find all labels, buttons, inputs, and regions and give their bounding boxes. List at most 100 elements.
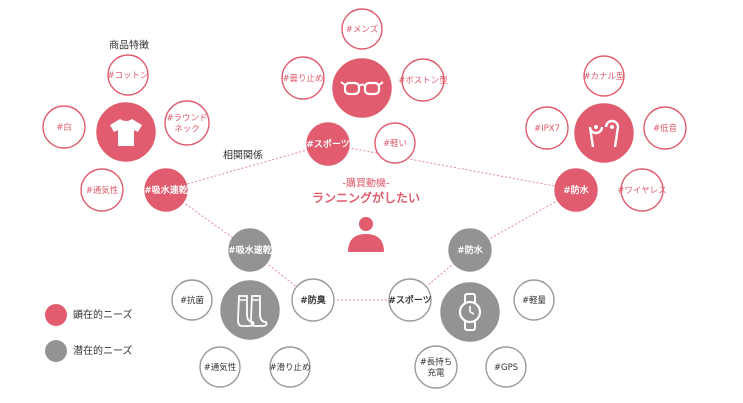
node-keiryo: #軽量 bbox=[513, 279, 555, 321]
node-tsuuki_l: #通気性 bbox=[80, 168, 124, 212]
bousui_g-label: #防水 bbox=[457, 244, 484, 256]
correlation-label: 相関関係 bbox=[223, 150, 263, 162]
node-karui: #軽い bbox=[374, 122, 416, 164]
node-round: #ラウンドネック bbox=[164, 100, 210, 146]
nagamochi-circle bbox=[414, 345, 458, 389]
tshirt-icon bbox=[110, 119, 142, 146]
node-socks bbox=[220, 280, 280, 340]
socks-circle bbox=[220, 280, 280, 340]
boston-circle bbox=[401, 58, 445, 102]
kokin-label: #抗菌 bbox=[180, 295, 204, 306]
legend-explicit-swatch bbox=[45, 304, 67, 326]
round-label: #ラウンドネック bbox=[166, 114, 207, 135]
node-teion: #低音 bbox=[643, 106, 687, 150]
nagamochi-label: #長持ち充電 bbox=[420, 357, 453, 379]
keiryo-label: #軽量 bbox=[522, 296, 547, 306]
node-watch bbox=[440, 282, 500, 342]
node-gps: #GPS bbox=[485, 346, 527, 388]
suberi-label: #滑り止め bbox=[269, 362, 310, 373]
node-kyusui_g: #吸水速乾 bbox=[228, 228, 272, 272]
gps-circle bbox=[485, 346, 527, 388]
suberi-circle bbox=[269, 346, 311, 388]
node-kokin: #抗菌 bbox=[171, 279, 213, 321]
teion-label: #低音 bbox=[653, 123, 678, 134]
node-suberi: #滑り止め bbox=[269, 346, 311, 388]
kyusui_l-label: #吸水速乾 bbox=[144, 184, 188, 196]
motive-title: -購買動機- bbox=[342, 178, 390, 190]
legend-latent-label: 潜在的ニーズ bbox=[73, 346, 133, 357]
bousui_r-label: #防水 bbox=[563, 184, 590, 196]
node-kumori: #曇り止め bbox=[281, 56, 325, 100]
sports_top-circle bbox=[306, 122, 350, 166]
teion-circle bbox=[643, 106, 687, 150]
node-ipx7: #IPX7 bbox=[525, 106, 569, 150]
node-wireless: #ワイヤレス bbox=[617, 168, 667, 212]
watch-icon bbox=[458, 293, 482, 331]
tsuuki_g-label: #通気性 bbox=[204, 362, 237, 373]
mens-circle bbox=[341, 8, 383, 50]
motive-text: ランニングがしたい bbox=[311, 191, 421, 206]
bousui_g-circle bbox=[448, 228, 492, 272]
kumori-circle bbox=[281, 56, 325, 100]
bousui_r-circle bbox=[554, 168, 598, 212]
sports_g-circle bbox=[388, 278, 432, 322]
karui-label: #軽い bbox=[383, 139, 407, 149]
sports_top-label: #スポーツ bbox=[306, 138, 349, 150]
node-shiro: #白 bbox=[42, 105, 86, 149]
legend-latent-swatch bbox=[45, 340, 67, 362]
cotton-label: #コットン bbox=[107, 71, 148, 81]
shiro-label: #白 bbox=[56, 122, 72, 133]
karui-circle bbox=[374, 122, 416, 164]
tsuuki_l-circle bbox=[80, 168, 124, 212]
ipx7-label: #IPX7 bbox=[534, 124, 560, 134]
node-kyusui_l: #吸水速乾 bbox=[144, 168, 188, 212]
node-bousui_g: #防水 bbox=[448, 228, 492, 272]
link-sports_top-kyusui_l bbox=[165, 143, 329, 191]
node-tsuuki_g: #通気性 bbox=[199, 346, 241, 388]
legend-explicit-label: 顕在的ニーズ bbox=[73, 310, 133, 321]
canal-label: #カナル型 bbox=[583, 72, 625, 82]
ipx7-circle bbox=[525, 106, 569, 150]
boushu-circle bbox=[291, 278, 335, 322]
node-cotton: #コットン bbox=[107, 54, 149, 96]
gps-label: #GPS bbox=[494, 363, 518, 373]
node-sports_g: #スポーツ bbox=[388, 278, 432, 322]
kyusui_l-circle bbox=[144, 168, 188, 212]
legend-latent: 潜在的ニーズ bbox=[45, 340, 133, 362]
keiryo-circle bbox=[513, 279, 555, 321]
boston-label: #ボストン型 bbox=[398, 76, 448, 86]
tsuuki_g-circle bbox=[199, 346, 241, 388]
node-mens: #メンズ bbox=[341, 8, 383, 50]
node-boushu: #防臭 bbox=[291, 278, 335, 322]
glasses-icon bbox=[340, 81, 384, 96]
earbuds-circle bbox=[574, 103, 634, 163]
kumori-label: #曇り止め bbox=[282, 73, 323, 84]
cotton-circle bbox=[107, 54, 149, 96]
node-canal: #カナル型 bbox=[583, 55, 625, 97]
wireless-label: #ワイヤレス bbox=[617, 186, 666, 196]
node-nagamochi: #長持ち充電 bbox=[414, 345, 458, 389]
boushu-label: #防臭 bbox=[300, 294, 327, 306]
mens-label: #メンズ bbox=[346, 24, 379, 35]
node-tshirt bbox=[96, 102, 156, 162]
kyusui_g-circle bbox=[228, 228, 272, 272]
socks-icon bbox=[237, 295, 268, 327]
node-boston: #ボストン型 bbox=[398, 58, 448, 102]
sports_g-label: #スポーツ bbox=[388, 294, 431, 306]
glasses-circle bbox=[332, 58, 392, 118]
wireless-circle bbox=[620, 168, 664, 212]
legend-explicit: 顕在的ニーズ bbox=[45, 304, 133, 326]
product-features-label: 商品特徴 bbox=[109, 40, 149, 52]
shiro-circle bbox=[42, 105, 86, 149]
kokin-circle bbox=[171, 279, 213, 321]
person-icon bbox=[348, 217, 384, 252]
round-circle bbox=[164, 100, 210, 146]
node-sports_top: #スポーツ bbox=[306, 122, 350, 166]
tsuuki_l-label: #通気性 bbox=[86, 185, 119, 196]
node-bousui_r: #防水 bbox=[554, 168, 598, 212]
node-glasses bbox=[332, 58, 392, 118]
node-earbuds bbox=[574, 103, 634, 163]
earbuds-icon bbox=[588, 119, 620, 148]
